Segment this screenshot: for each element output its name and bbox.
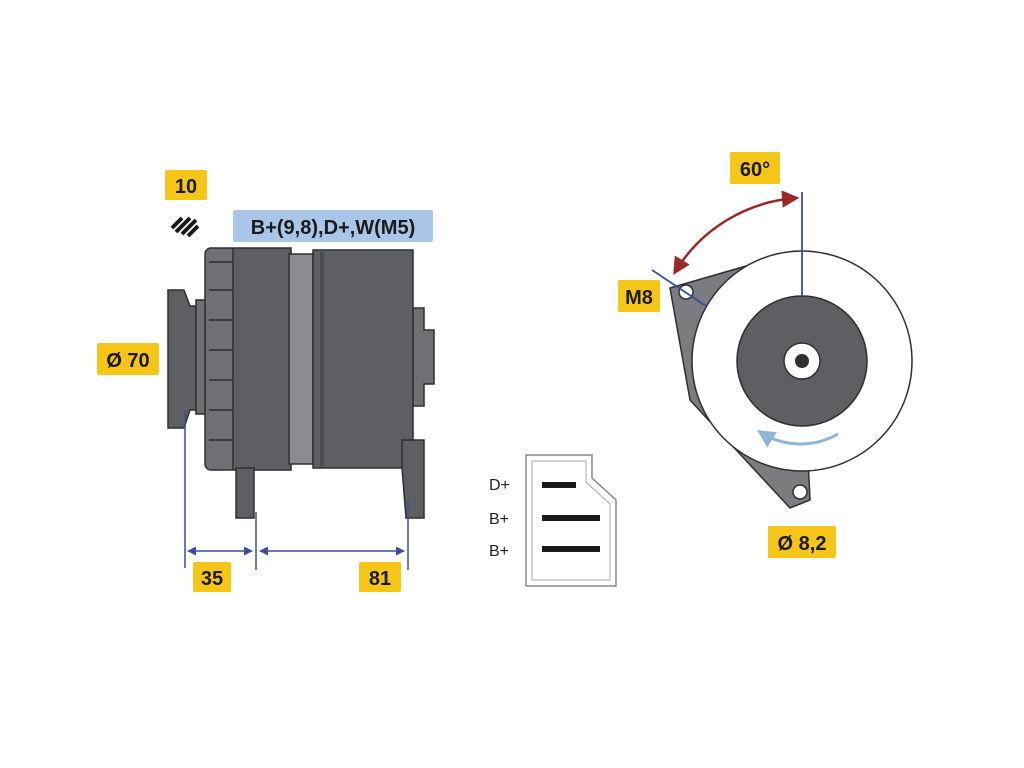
pin-bplus-1: [542, 515, 600, 521]
pin-bplus-2: [542, 546, 600, 552]
alternator-front-view: [669, 250, 913, 509]
alternator-side-view: [167, 247, 435, 519]
dim-left-badge: 35: [193, 562, 231, 592]
hole-diameter-label: Ø 8,2: [778, 533, 827, 555]
pulley-diameter-label: Ø 70: [106, 350, 149, 372]
pin-label-1: D+: [489, 477, 510, 494]
rotation-arrow-icon: [756, 430, 839, 448]
quantity-badge: 10: [165, 170, 207, 200]
mount-thread-label: M8: [625, 287, 653, 309]
dim-right-label: 81: [369, 568, 391, 590]
pulley-diameter-badge: Ø 70: [97, 343, 159, 375]
angle-indicator: [651, 190, 803, 307]
dimension-lines: [184, 410, 409, 570]
connector-plug: D+ B+ B+: [489, 454, 617, 587]
terminal-text: B+(9,8),D+,W(M5): [251, 217, 415, 239]
pin-label-3: B+: [489, 543, 509, 560]
pin-label-2: B+: [489, 511, 509, 528]
terminal-label: B+(9,8),D+,W(M5): [233, 210, 433, 242]
dim-left-label: 35: [201, 568, 223, 590]
dim-right-badge: 81: [359, 562, 401, 592]
mount-thread-badge: M8: [618, 280, 660, 312]
quantity-label: 10: [175, 176, 197, 198]
pin-dplus: [542, 482, 576, 488]
mount-hole-bottom: [792, 484, 808, 500]
angle-label: 60°: [740, 159, 770, 181]
hatch-icon: [170, 216, 200, 238]
angle-badge: 60°: [730, 152, 780, 184]
hole-diameter-badge: Ø 8,2: [768, 526, 836, 558]
